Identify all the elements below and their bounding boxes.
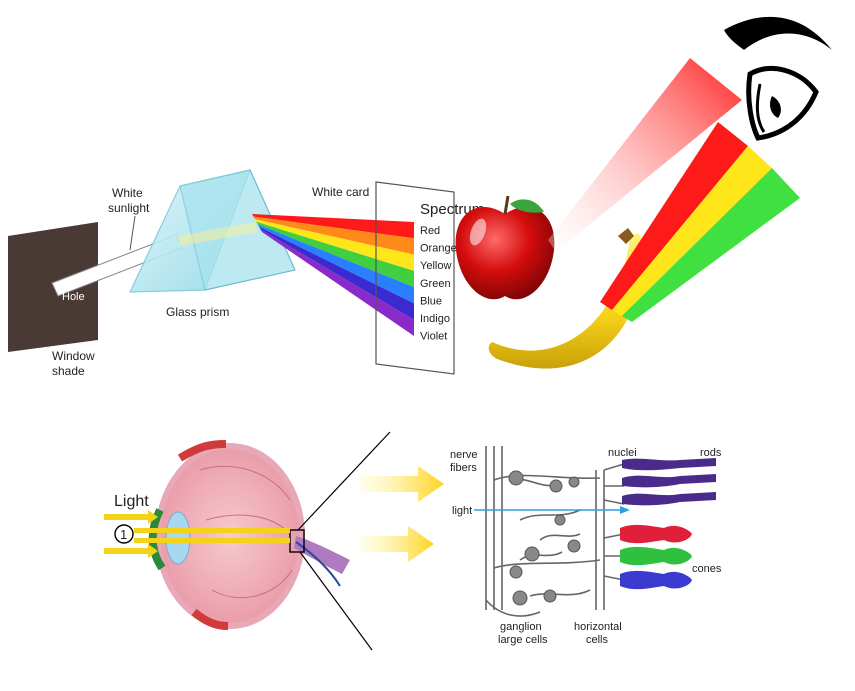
spectrum-band-yellow bbox=[254, 219, 414, 271]
spectrum-label-green: Green bbox=[420, 278, 451, 290]
incoming-light-rays bbox=[104, 510, 290, 558]
rod-cells bbox=[622, 458, 716, 506]
horizontal-cells-label-2: cells bbox=[586, 634, 609, 646]
ganglion-label-1: ganglion bbox=[500, 621, 542, 633]
spectrum-band-orange bbox=[253, 216, 414, 255]
stylized-eye-icon bbox=[724, 16, 832, 141]
cone-cells bbox=[620, 524, 692, 590]
banana-reflection-beams bbox=[600, 122, 800, 322]
light-label: Light bbox=[114, 493, 149, 510]
white-card bbox=[375, 181, 455, 375]
sunlight-label-2: sunlight bbox=[108, 201, 150, 215]
step-marker: 1 bbox=[114, 524, 134, 544]
spectrum-band-indigo bbox=[259, 226, 414, 320]
spectrum-label-indigo: Indigo bbox=[420, 313, 450, 325]
spectrum-band-green bbox=[256, 221, 414, 288]
eyeball bbox=[148, 440, 350, 630]
rods-label: rods bbox=[700, 447, 722, 459]
window-shade-label-1: Window bbox=[52, 349, 95, 363]
apple-image bbox=[455, 195, 555, 300]
white-card-label: White card bbox=[312, 185, 369, 199]
retina-cell-network bbox=[485, 446, 625, 617]
step-number: 1 bbox=[120, 527, 127, 542]
spectrum-fan bbox=[252, 214, 414, 336]
glass-prism bbox=[129, 169, 296, 293]
spectrum-label-violet: Violet bbox=[420, 331, 447, 343]
red-reflection-beam bbox=[548, 58, 742, 252]
ganglion-label-2: large cells bbox=[498, 634, 548, 646]
nerve-fibers-label-1: nerve bbox=[450, 449, 478, 461]
window-shade-label-2: shade bbox=[52, 364, 85, 378]
banana-image bbox=[488, 228, 643, 369]
retina-ganglion-cells bbox=[508, 470, 581, 606]
nuclei-label: nuclei bbox=[608, 447, 637, 459]
sunlight-label-1: White bbox=[112, 186, 143, 200]
cones-label: cones bbox=[692, 563, 722, 575]
hole-label: Hole bbox=[62, 291, 85, 303]
spectrum-label-yellow: Yellow bbox=[420, 260, 451, 272]
light-path-arrow bbox=[474, 506, 630, 514]
direction-arrows bbox=[360, 466, 444, 562]
nerve-fibers-label-2: fibers bbox=[450, 462, 477, 474]
horizontal-cells-label-1: horizontal bbox=[574, 621, 622, 633]
spectrum-band-red bbox=[252, 214, 414, 239]
spectrum-label-red: Red bbox=[420, 225, 440, 237]
glass-prism-label: Glass prism bbox=[166, 305, 229, 319]
window-shade bbox=[8, 222, 98, 352]
retina-light-label: light bbox=[452, 505, 472, 517]
spectrum-label-blue: Blue bbox=[420, 295, 442, 307]
spectrum-band-blue bbox=[257, 224, 414, 304]
spectrum-label-orange: Orange bbox=[420, 243, 457, 255]
